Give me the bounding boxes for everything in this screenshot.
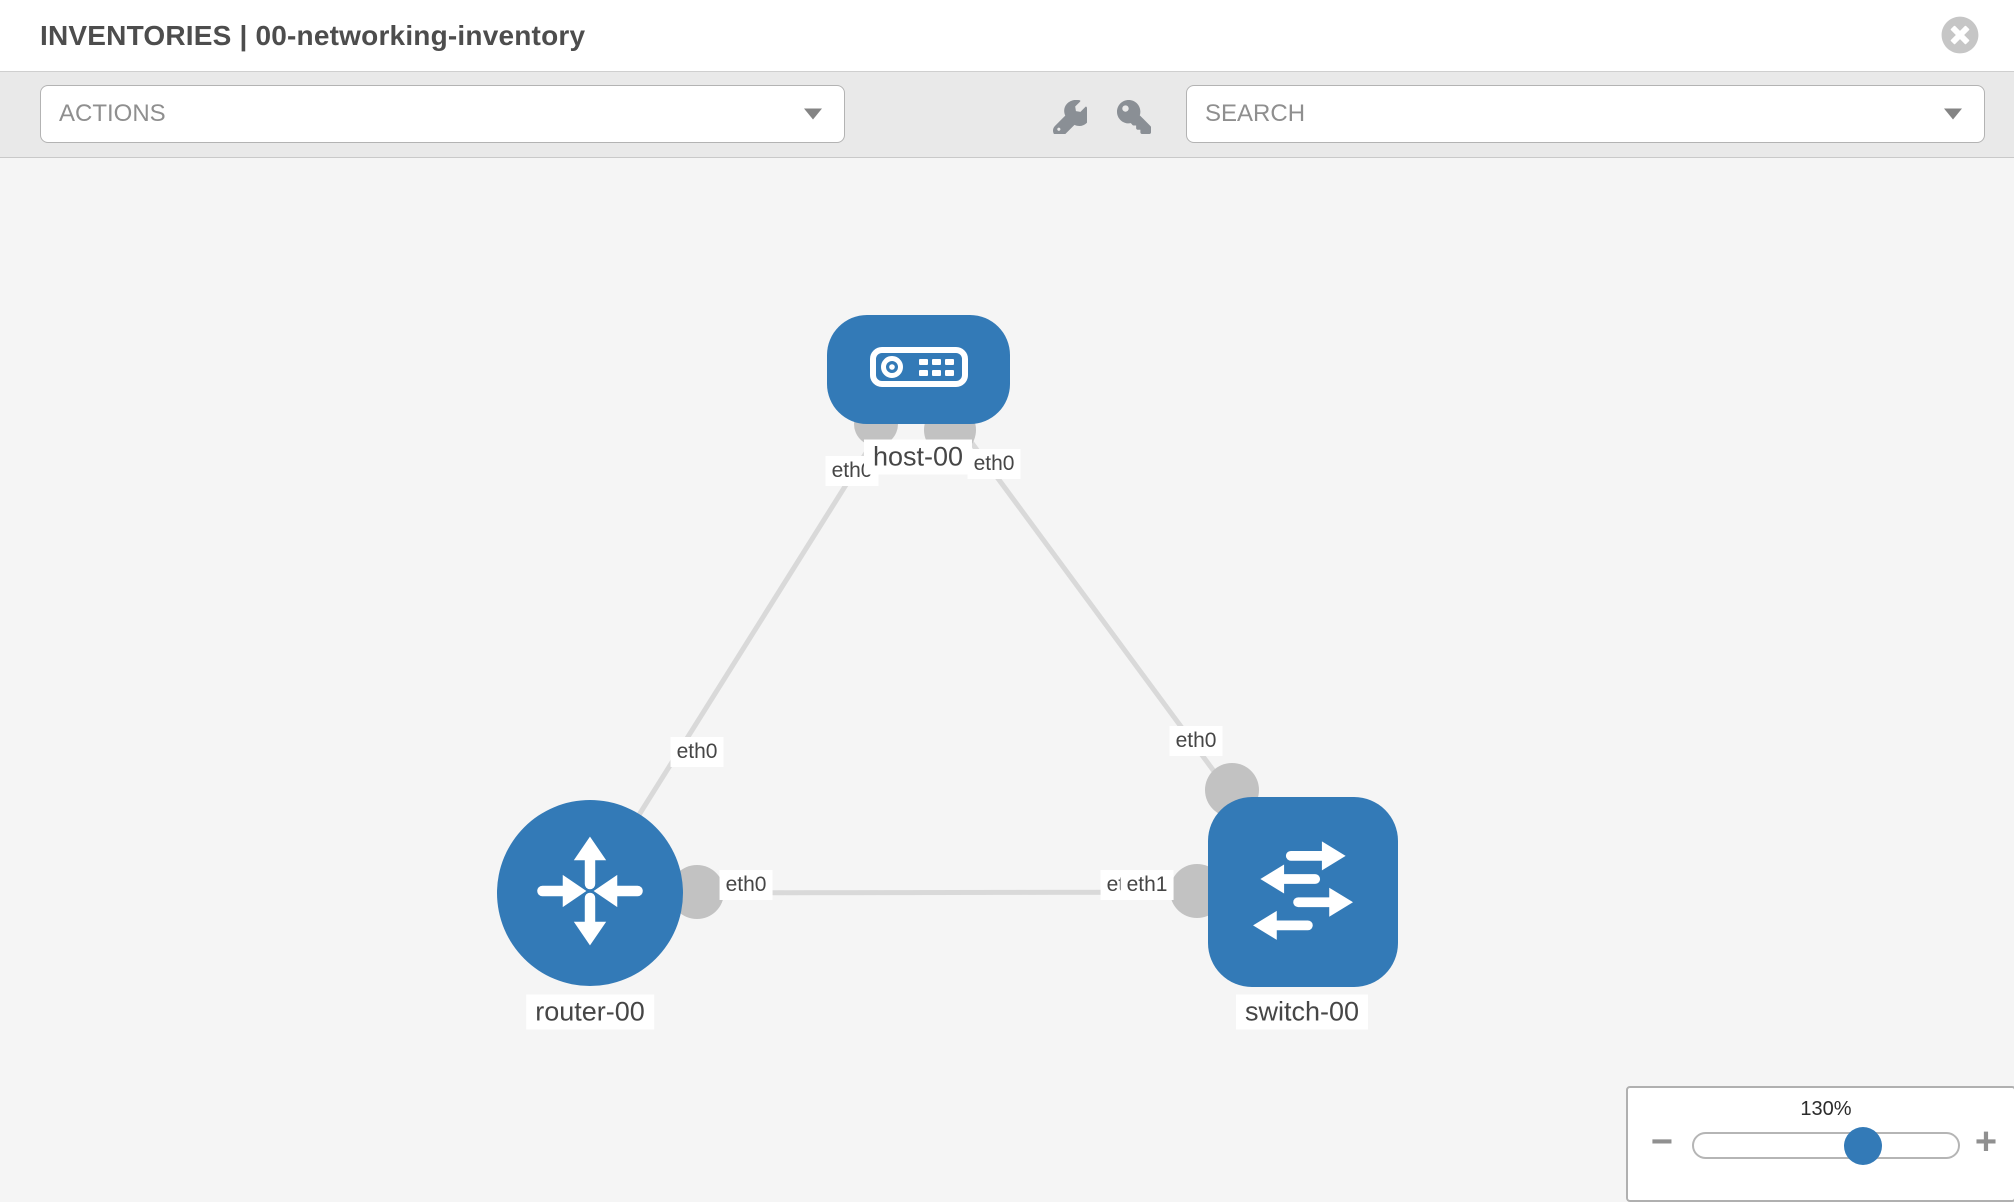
toolbar: ACTIONS SEARCH [0, 72, 2014, 158]
interface-label-router-side: eth0 [719, 870, 773, 900]
caret-down-icon [1944, 108, 1962, 120]
search-dropdown[interactable]: SEARCH [1186, 85, 1985, 143]
wrench-button[interactable] [1050, 98, 1090, 138]
interface-label-host-right: eth0 [967, 449, 1021, 479]
interface-label-switch-side-eth1: eth1 [1120, 870, 1174, 900]
zoom-slider-handle[interactable] [1843, 1127, 1882, 1165]
zoom-out-button[interactable]: − [1642, 1120, 1682, 1164]
zoom-panel: 130% − + [1626, 1086, 2014, 1202]
actions-dropdown-label: ACTIONS [59, 100, 166, 127]
interface-label-host-router-mid: eth0 [670, 737, 724, 767]
connector-dot [670, 865, 724, 919]
circle-x-icon [1941, 16, 1979, 57]
host-icon [869, 345, 969, 394]
close-button[interactable] [1940, 16, 1980, 56]
node-router[interactable] [497, 800, 683, 986]
router-icon [532, 833, 648, 954]
header: INVENTORIES | 00-networking-inventory [0, 0, 2014, 72]
zoom-value: 130% [1800, 1098, 1852, 1120]
topology-canvas[interactable]: eth0 eth0 eth0 eth0 eth0 eth0 eth1 host-… [0, 158, 2014, 1200]
node-label-switch: switch-00 [1235, 994, 1369, 1030]
page-title: INVENTORIES | 00-networking-inventory [40, 19, 586, 51]
zoom-in-button[interactable]: + [1966, 1120, 2006, 1164]
node-host[interactable] [827, 315, 1010, 424]
key-button[interactable] [1114, 98, 1154, 138]
search-dropdown-label: SEARCH [1205, 100, 1306, 127]
switch-icon [1242, 829, 1364, 956]
key-icon [1117, 99, 1151, 137]
wrench-icon [1052, 99, 1090, 137]
actions-dropdown[interactable]: ACTIONS [40, 85, 845, 143]
node-switch[interactable] [1208, 797, 1398, 987]
interface-label-host-switch-mid: eth0 [1169, 726, 1223, 756]
caret-down-icon [804, 108, 822, 120]
zoom-slider[interactable] [1692, 1127, 1960, 1165]
node-label-host: host-00 [863, 439, 973, 475]
node-label-router: router-00 [526, 994, 654, 1030]
topology-wires [587, 368, 1306, 919]
